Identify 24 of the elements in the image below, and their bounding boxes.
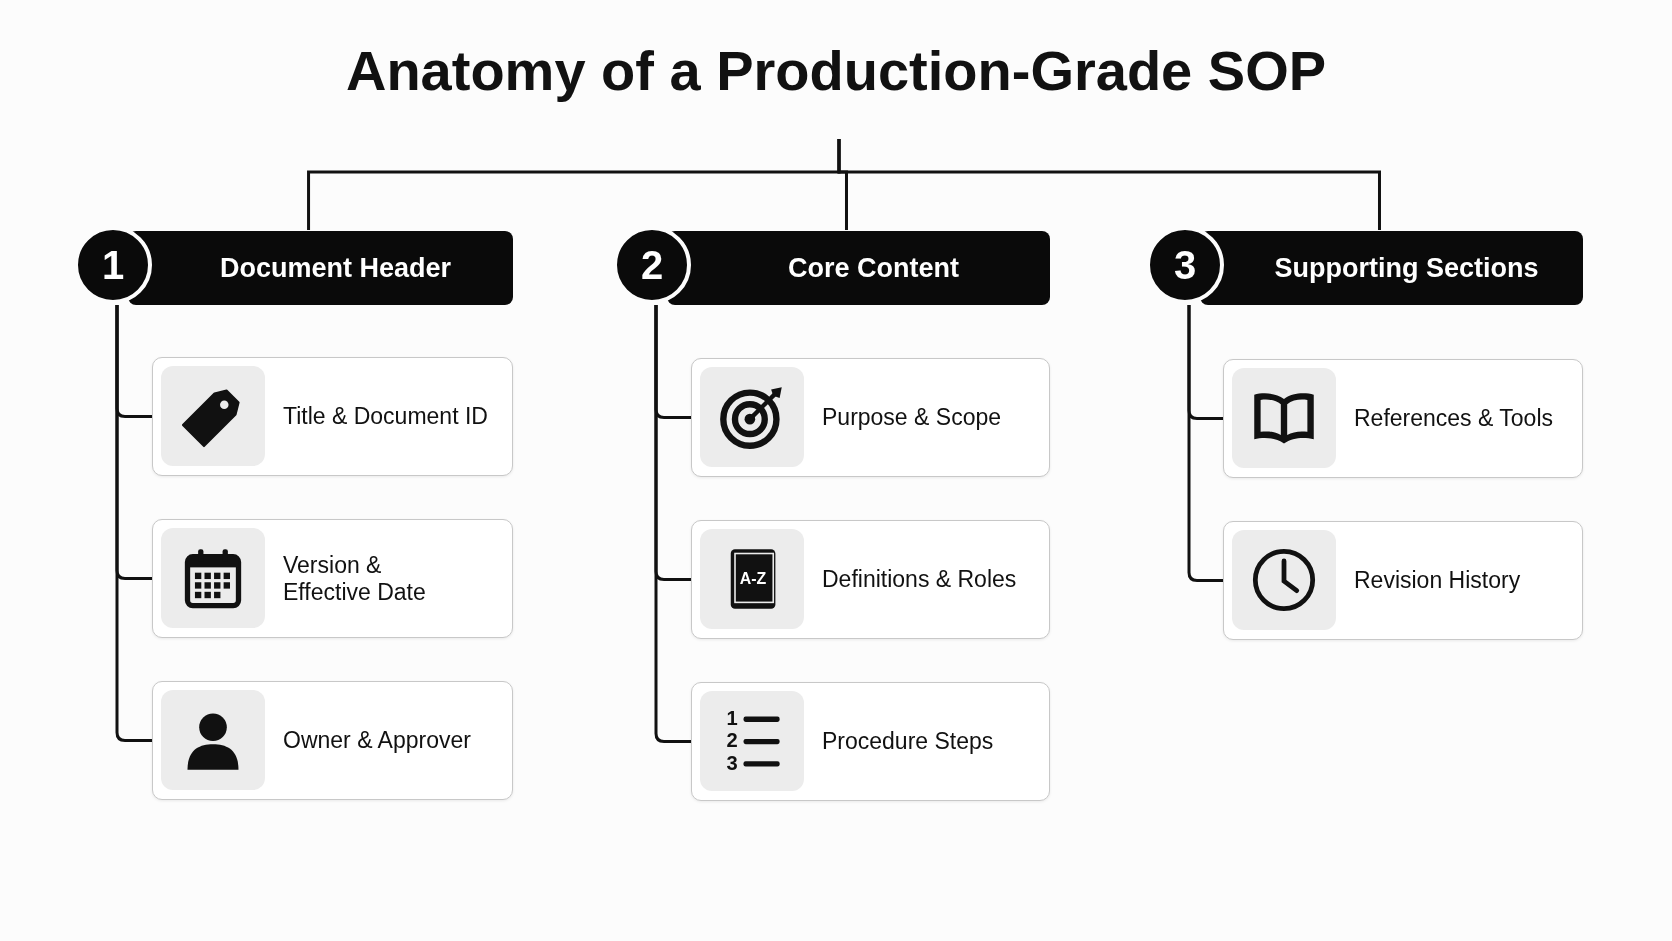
item-card [152, 357, 513, 476]
item-card [1223, 359, 1583, 478]
item-label: Purpose & Scope [822, 404, 1001, 431]
item-card [691, 358, 1050, 477]
connector-line [654, 305, 691, 743]
item-card [152, 519, 513, 638]
item-label: Definitions & Roles [822, 566, 1017, 593]
diagram-title: Anatomy of a Production-Grade SOP [345, 38, 1327, 103]
item-label: References & Tools [1354, 405, 1553, 432]
item-label: Revision History [1354, 567, 1521, 594]
connector-line [1187, 305, 1223, 582]
item-card [152, 681, 513, 800]
item-label: Title & Document ID [283, 403, 488, 430]
item-label: Version & Effective Date [283, 551, 427, 606]
section-header-bar: Core Content [667, 231, 1050, 305]
item-card [1223, 521, 1583, 640]
connector-line [837, 139, 1381, 230]
item-label: Procedure Steps [822, 728, 994, 755]
section-header-bar: Document Header [128, 231, 513, 305]
connector-line [115, 305, 152, 742]
item-card [691, 520, 1050, 639]
item-label: Owner & Approver [283, 727, 471, 754]
section-header-bar: Supporting Sections [1200, 231, 1583, 305]
item-card [691, 682, 1050, 801]
